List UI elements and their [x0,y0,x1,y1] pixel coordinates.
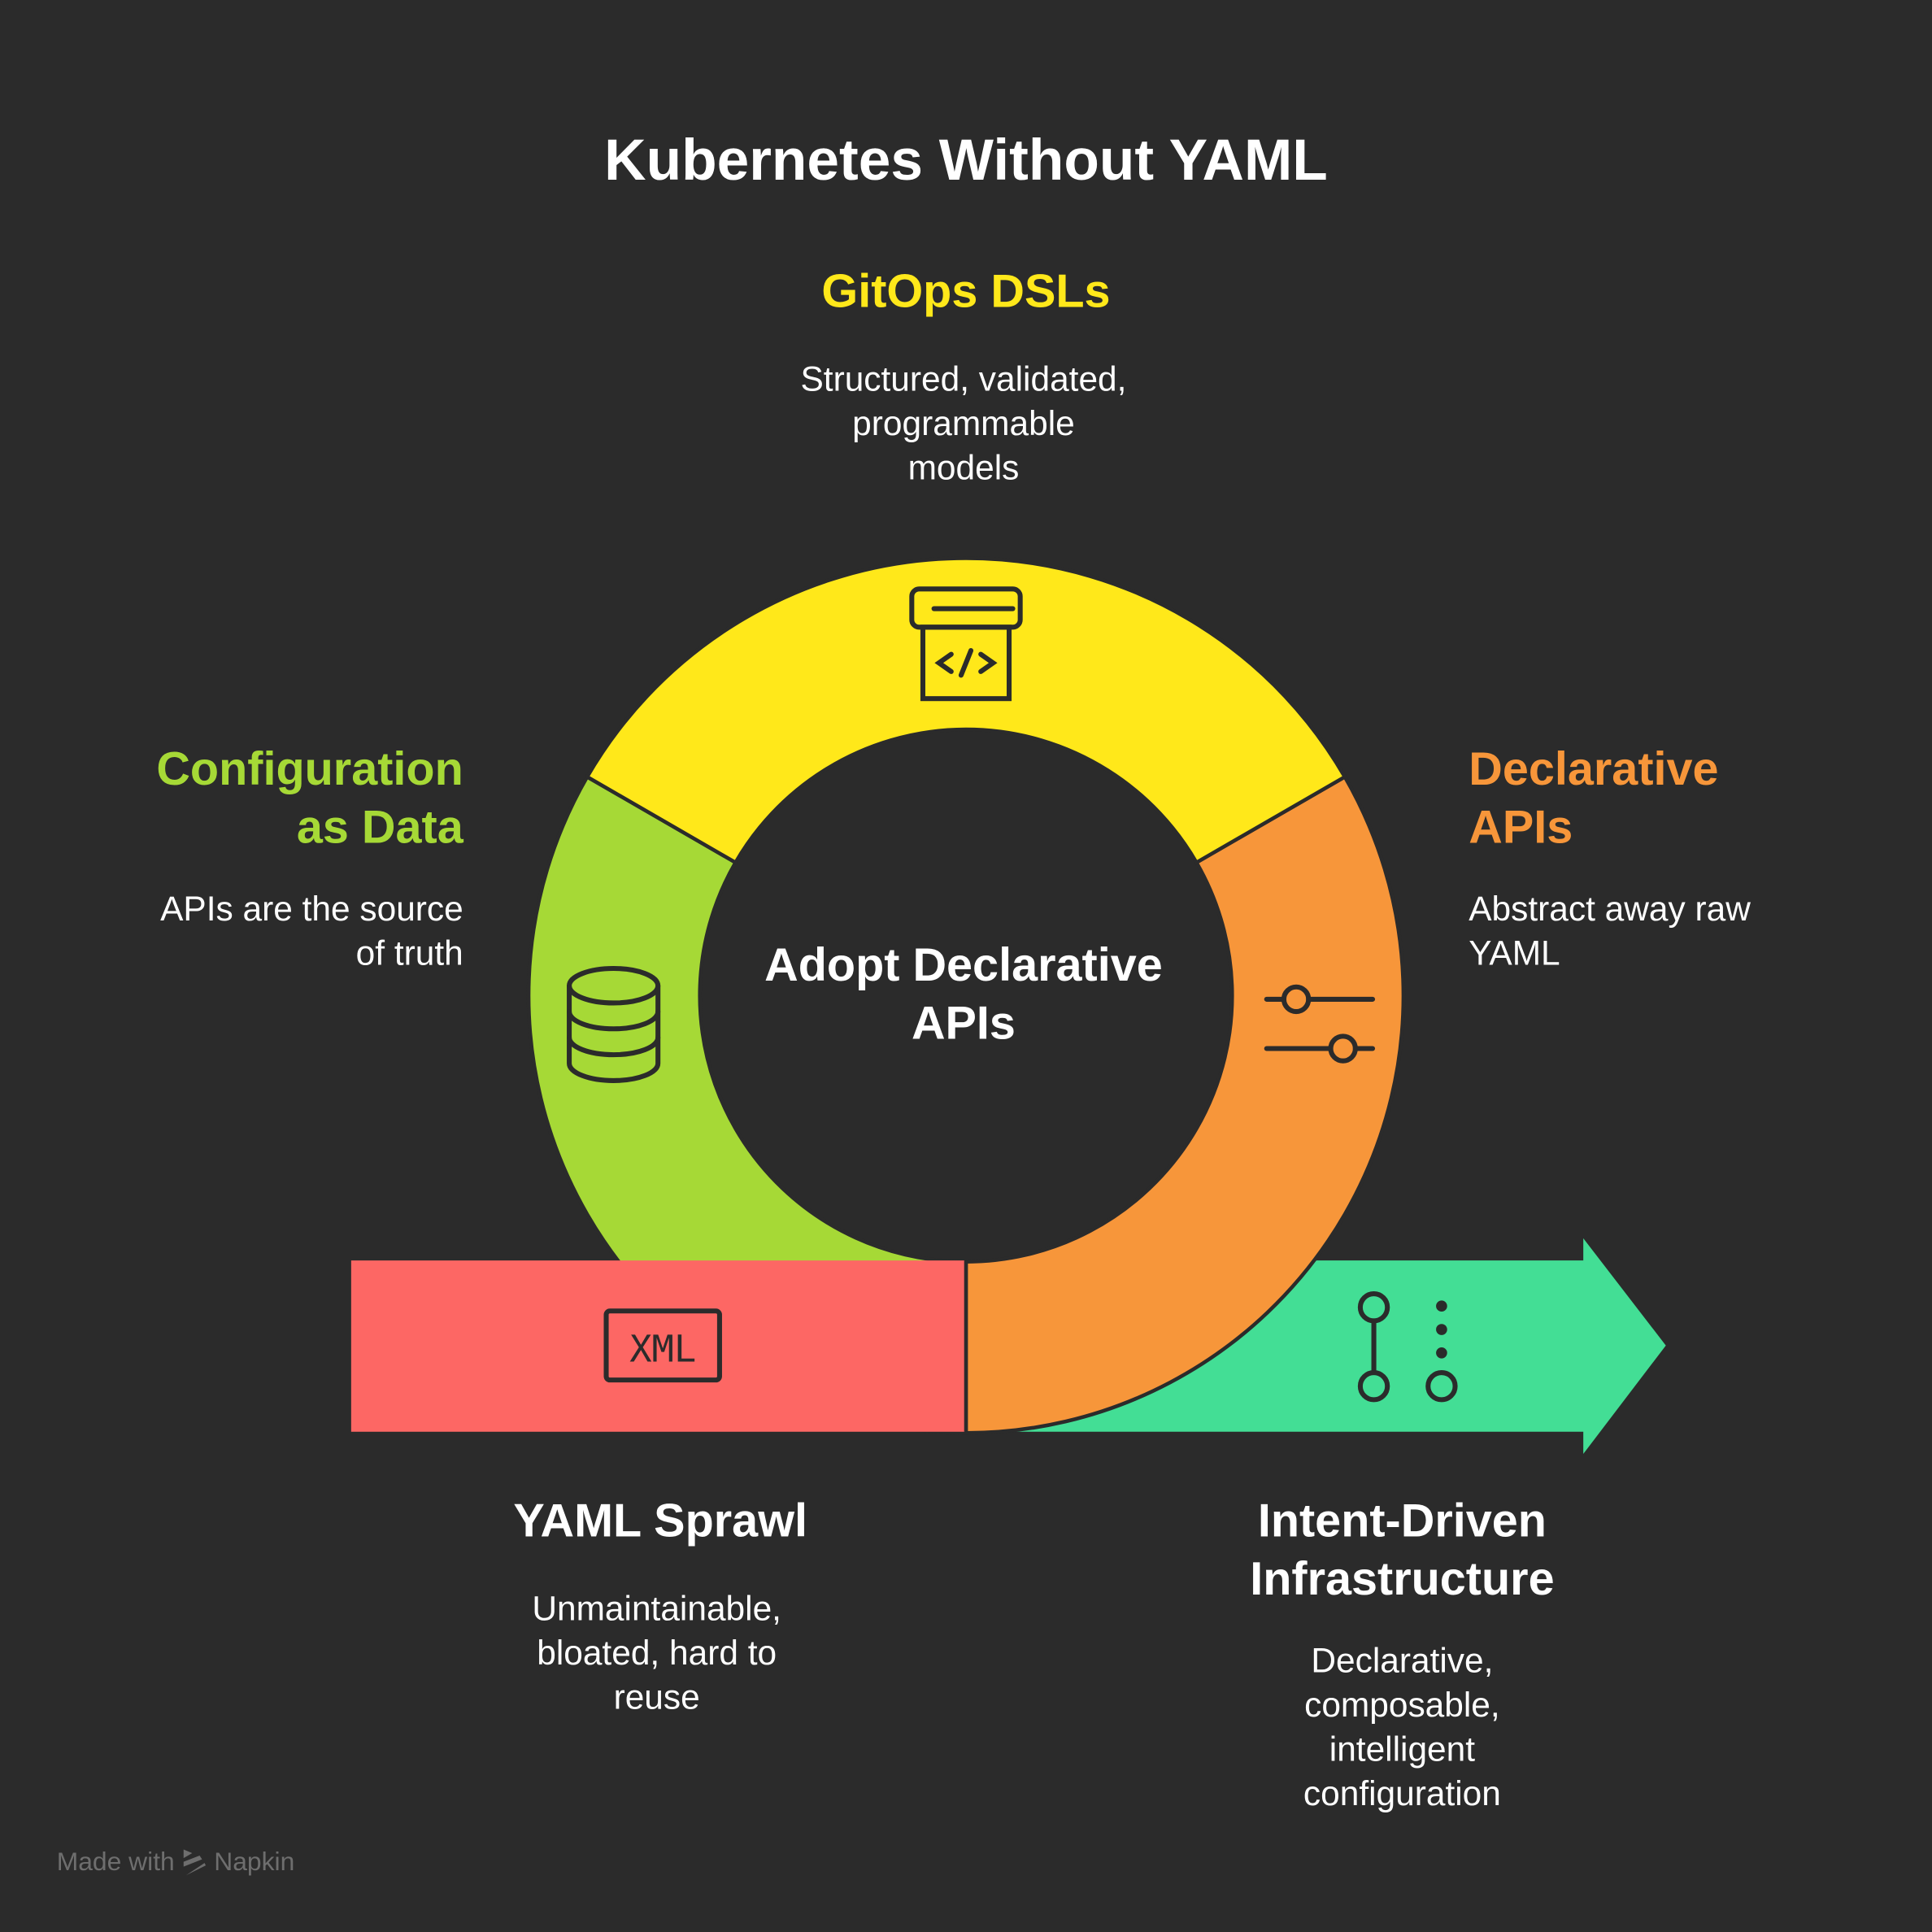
title-line: Configuration [156,744,463,796]
title-line: as Data [296,802,463,855]
desc-line: of truth [355,933,463,973]
made-with-text: Made with [56,1847,175,1877]
desc-line: Declarative, [1311,1641,1494,1680]
desc-line: Structured, validated, [800,359,1127,398]
declarative-desc: Abstract away raw YAML [1469,887,1751,976]
desc-line: intelligent [1329,1730,1476,1769]
center-line: APIs [911,998,1016,1051]
config-title: Configuration as Data [0,742,463,857]
footer-watermark: Made with Napkin [57,1848,295,1878]
desc-line: reuse [613,1677,700,1717]
title-line: Infrastructure [1250,1553,1555,1606]
yaml-title: YAML Sprawl [513,1495,807,1548]
desc-line: Abstract away raw [1469,890,1751,929]
page-title: Kubernetes Without YAML [604,127,1328,193]
desc-line: programmable [852,404,1075,442]
gitops-segment [585,556,1347,865]
desc-line: YAML [1469,933,1560,973]
center-label: Adopt Declarative APIs [717,938,1210,1053]
title-line: Declarative [1469,744,1719,796]
desc-line: bloated, hard to [537,1634,777,1673]
desc-line: Unmaintainable, [532,1589,781,1628]
yaml-desc: Unmaintainable, bloated, hard to reuse [411,1587,903,1721]
gitops-desc: Structured, validated, programmable mode… [717,357,1210,490]
title-line: APIs [1469,802,1573,855]
napkin-brand-text: Napkin [214,1847,295,1877]
xml-file-icon [603,1308,722,1383]
desc-line: configuration [1303,1774,1501,1813]
desc-line: composable, [1304,1685,1500,1724]
gitops-title: GitOps DSLs [821,266,1111,318]
database-icon [567,965,661,1083]
intent-desc: Declarative, composable, intelligent con… [1155,1638,1648,1816]
intent-title: Intent-Driven Infrastructure [1155,1494,1648,1609]
yaml-bar [350,1260,965,1432]
git-branch-icon [1357,1291,1458,1403]
desc-line: APIs are the source [160,890,463,929]
xml-label: XML [629,1327,696,1370]
center-line: Adopt Declarative [764,940,1163,992]
sliders-icon [1264,984,1376,1064]
desc-line: models [907,448,1020,487]
code-box-icon [909,586,1023,702]
napkin-logo-icon [183,1849,206,1876]
title-line: Intent-Driven [1257,1495,1547,1548]
declarative-segment [964,774,1406,1435]
config-desc: APIs are the source of truth [0,887,463,976]
declarative-title: Declarative APIs [1469,742,1718,857]
